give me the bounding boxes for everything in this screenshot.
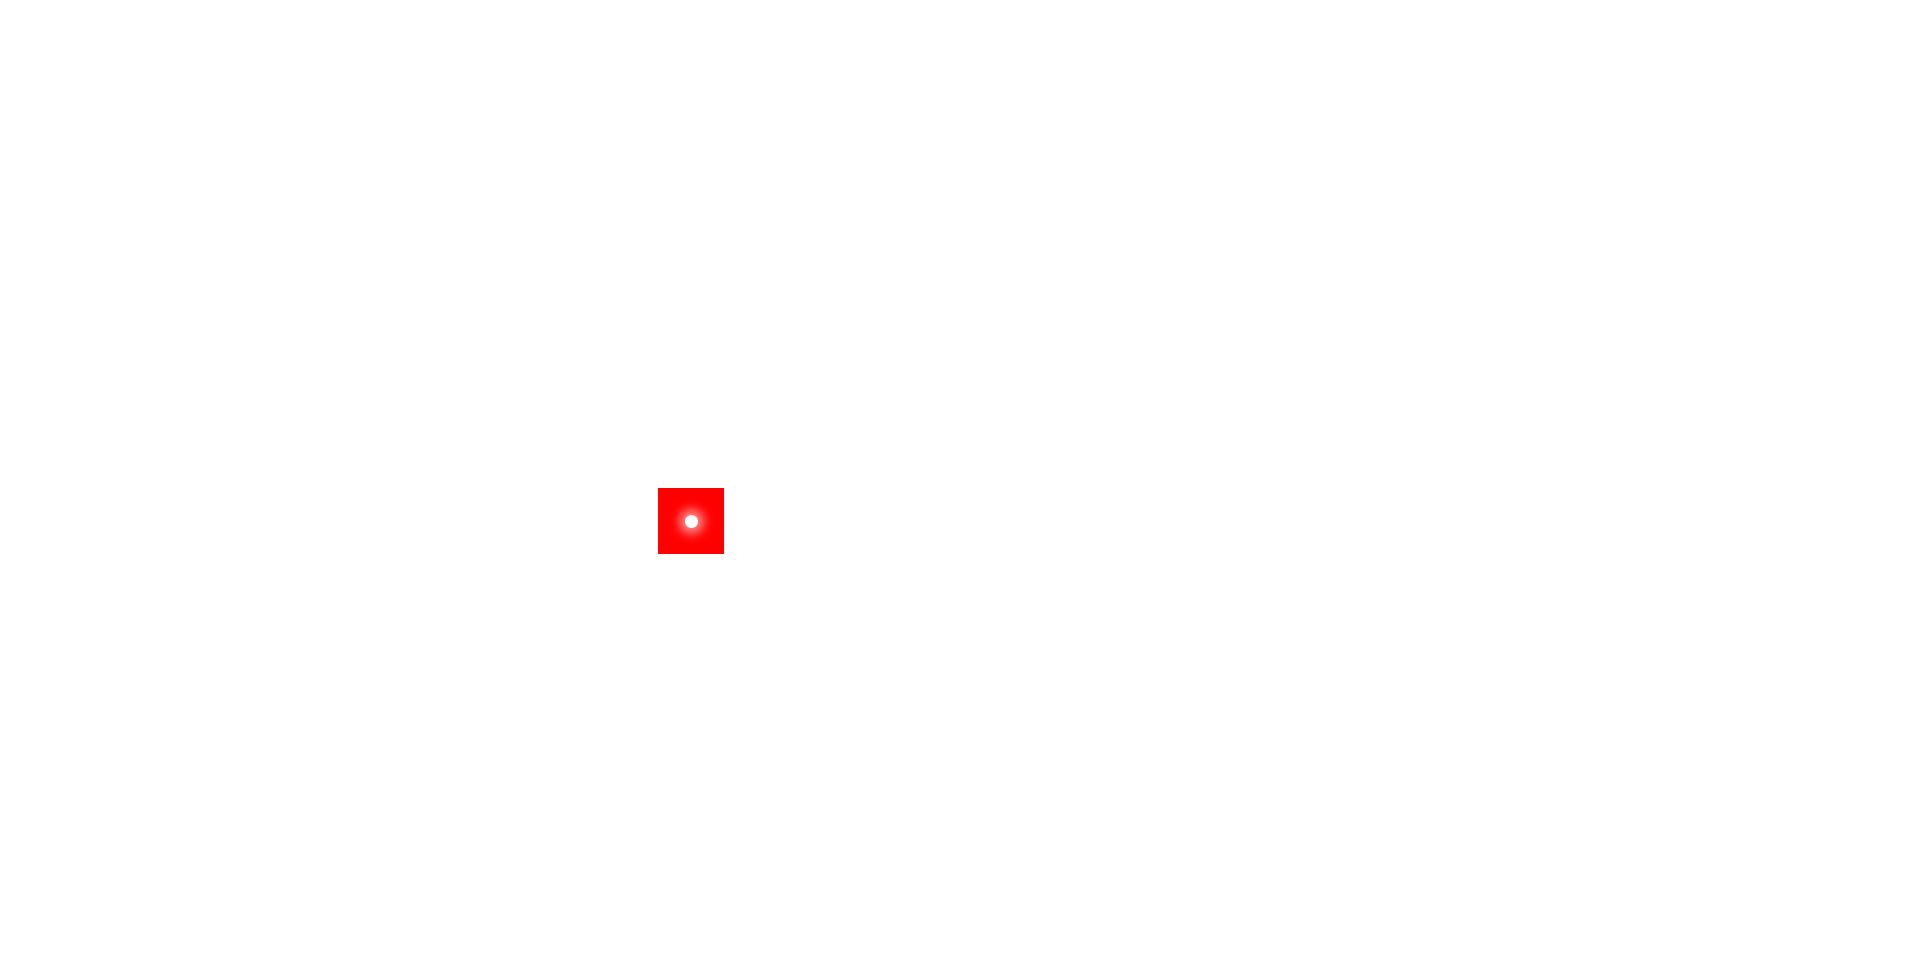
red-square-marker[interactable]: [658, 488, 724, 554]
white-dot-icon: [684, 514, 698, 528]
